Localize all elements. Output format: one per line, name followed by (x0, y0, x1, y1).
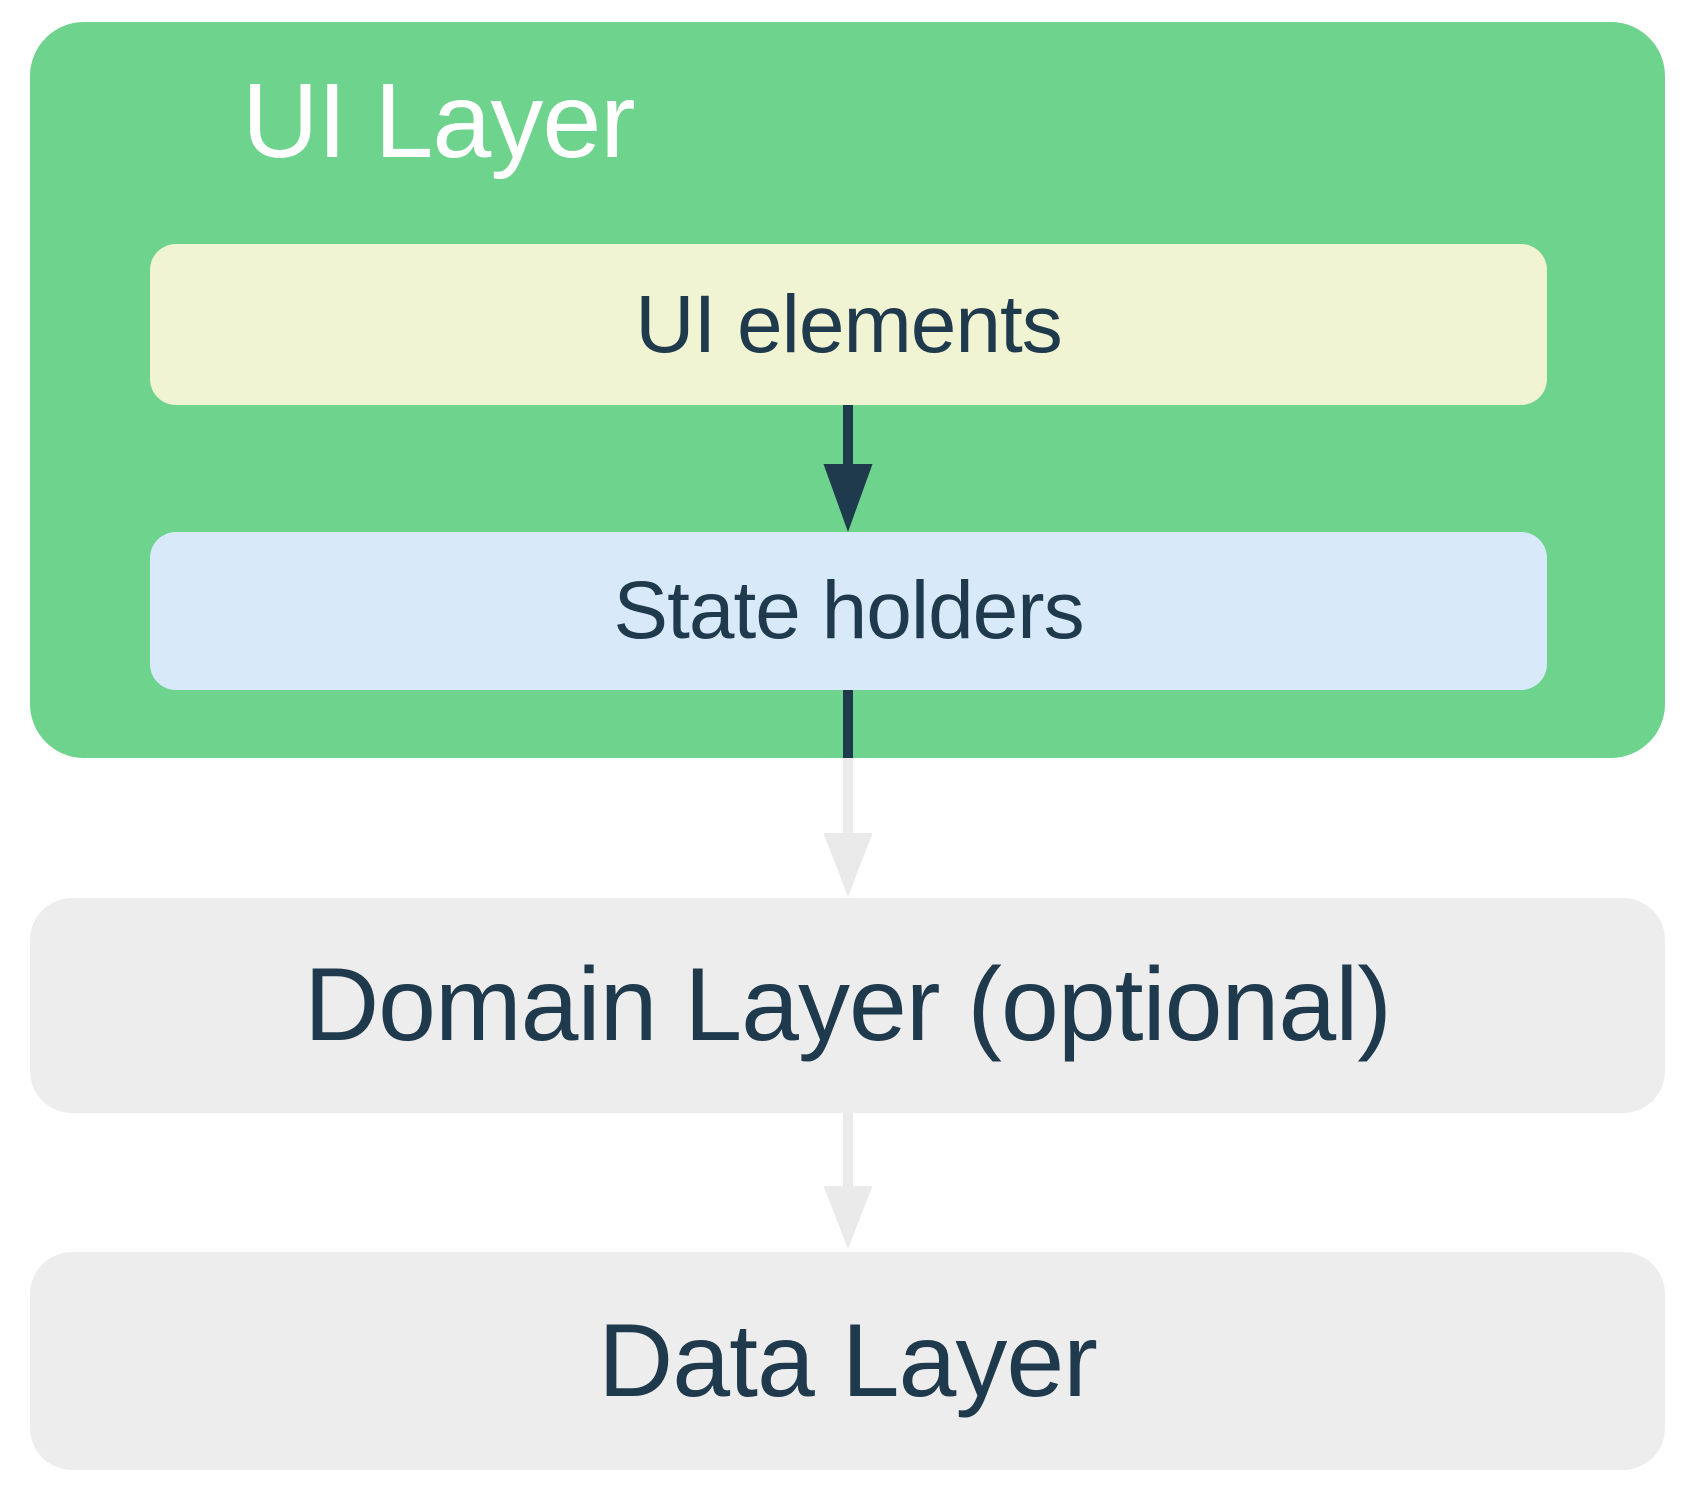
arrow-domain-to-data-layer-icon (823, 1113, 873, 1249)
arrow-state-holders-to-domain-dark-segment (843, 690, 853, 758)
domain-layer-box: Domain Layer (optional) (30, 898, 1665, 1113)
data-layer-title: Data Layer (598, 1302, 1098, 1419)
ui-layer-box: UI Layer UI elements State holders (30, 22, 1665, 758)
data-layer-box: Data Layer (30, 1252, 1665, 1470)
state-holders-label: State holders (613, 565, 1084, 656)
arrow-state-holders-to-domain-layer-icon (823, 758, 873, 897)
ui-elements-label: UI elements (635, 278, 1063, 370)
ui-elements-box: UI elements (150, 244, 1547, 405)
domain-layer-title: Domain Layer (optional) (304, 947, 1392, 1063)
arrow-ui-elements-to-state-holders-icon (823, 405, 873, 532)
state-holders-box: State holders (150, 532, 1547, 690)
ui-layer-title: UI Layer (242, 62, 636, 180)
